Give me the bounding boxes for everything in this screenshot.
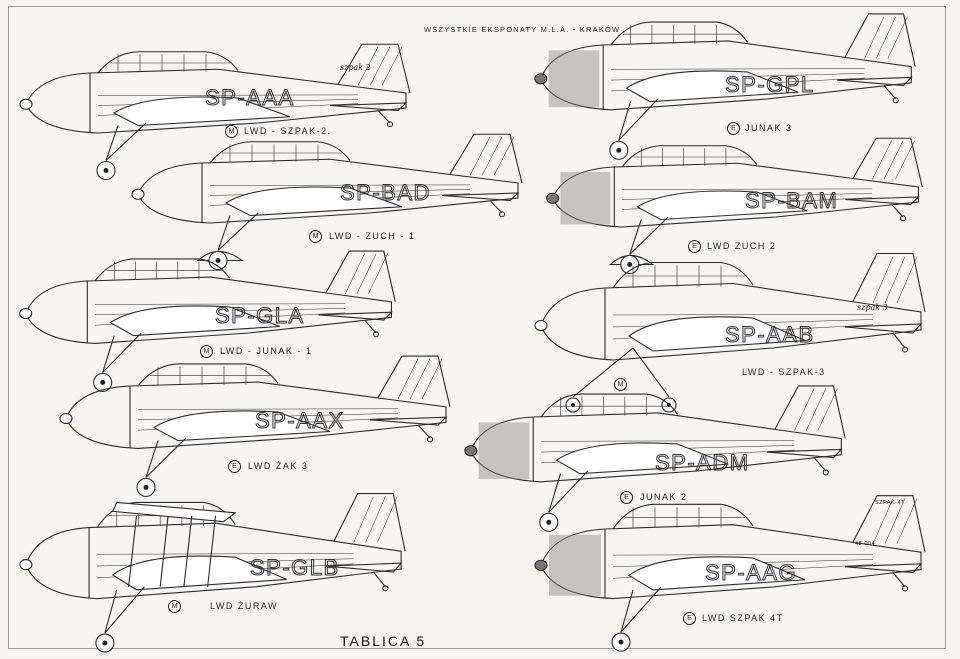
aircraft-1: SP-BAD: [131, 133, 523, 271]
aircraft-4: SP-GLB: [19, 493, 406, 653]
caption-zuch-1: LWD - ZUCH - 1: [329, 231, 416, 241]
sheet-header: WSZYSTKIE EKSPONATY M.L.A. - KRAKÓW: [424, 25, 621, 34]
tail-type-szpak-4t: SZPAK-4T: [875, 500, 905, 506]
badge-junak-1: M: [200, 345, 213, 358]
aircraft-6: SP-BAM: [546, 137, 923, 275]
tail-text-szpak-2: szpak 2: [340, 63, 371, 72]
aircraft-9: SP-AAG: [534, 495, 926, 652]
aircraft-8: SP-ADM: [464, 385, 846, 532]
aircraft-3: SP-AAX: [59, 355, 451, 497]
caption-zuraw: LWD ŻURAW: [210, 601, 278, 611]
caption-zuch-2: LWD ZUCH 2: [707, 241, 777, 251]
badge-szpak-4t: E: [683, 612, 696, 625]
badge-zuch-2: E: [688, 240, 701, 253]
caption-zak-3: LWD ŻAK 3: [248, 461, 309, 471]
registration-8: SP-ADM: [655, 450, 750, 475]
badge-junak-3: E: [727, 122, 740, 135]
caption-szpak-3: LWD - SZPAK-3: [742, 367, 826, 377]
badge-zuch-1: M: [309, 230, 322, 243]
registration-2: SP-GLA: [215, 303, 305, 328]
registration-0: SP-AAA: [205, 85, 295, 110]
registration-7: SP-AAB: [725, 322, 815, 347]
plate-title: TABLICA 5: [340, 633, 427, 649]
caption-szpak-4t: LWD SZPAK 4T: [702, 613, 784, 623]
badge-junak-2: E: [620, 491, 633, 504]
registration-4: SP-GLB: [250, 555, 340, 580]
registration-5: SP-GPL: [725, 72, 815, 97]
registration-6: SP-BAM: [745, 188, 838, 213]
sheet-border: [8, 6, 946, 649]
registration-9: SP-AAG: [705, 560, 797, 585]
aircraft-0: SP-AAA: [19, 43, 411, 181]
badge-zuraw: M: [168, 600, 181, 613]
registration-1: SP-BAD: [340, 180, 431, 205]
caption-junak-3: JUNAK 3: [745, 123, 793, 133]
caption-junak-1: LWD - JUNAK - 1: [220, 346, 313, 356]
caption-szpak-2: LWD - SZPAK-2.: [244, 126, 332, 136]
badge-zak-3: E: [228, 460, 241, 473]
aircraft-7: SP-AAB: [534, 252, 926, 413]
badge-szpak-3: M: [614, 378, 627, 391]
tail-code-szpak-4t: 48-004: [855, 541, 876, 547]
aircraft-2: SP-GLA: [19, 250, 396, 392]
registration-3: SP-AAX: [255, 408, 345, 433]
aircraft-5: SP-GPL: [534, 13, 916, 160]
badge-szpak-2: M: [225, 125, 238, 138]
tail-text-szpak-3: szpak 3: [857, 303, 888, 312]
caption-junak-2: JUNAK 2: [640, 492, 688, 502]
